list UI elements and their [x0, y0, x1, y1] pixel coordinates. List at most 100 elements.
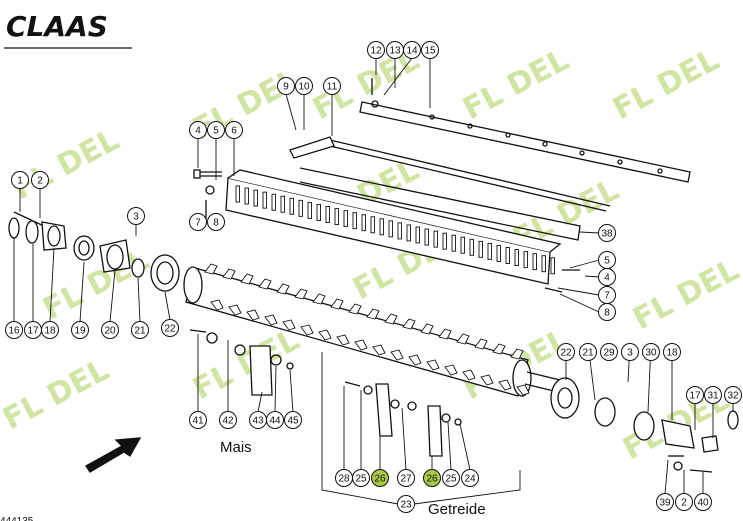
callout-22: 22 [161, 319, 179, 337]
callout-3: 3 [621, 343, 639, 361]
watermark-text: FL DEL [7, 122, 125, 207]
direction-arrow [85, 437, 142, 473]
callout-number: 45 [287, 416, 299, 427]
callout-17: 17 [24, 321, 42, 339]
callout-number: 9 [283, 82, 289, 93]
callout-21: 21 [579, 343, 597, 361]
callout-number: 41 [192, 416, 204, 427]
callout-40: 40 [694, 493, 712, 511]
callout-number: 5 [213, 126, 219, 137]
watermark-text: FL DEL [0, 352, 115, 437]
callout-44: 44 [266, 411, 284, 429]
callout-number: 15 [424, 46, 436, 57]
rod-part-11 [329, 139, 611, 212]
callout-9: 9 [277, 77, 295, 95]
watermark-text: FL DEL [37, 242, 155, 327]
callout-31: 31 [704, 386, 722, 404]
callout-25: 25 [352, 469, 370, 487]
callout-number: 16 [8, 326, 20, 337]
label-getreide: Getreide [428, 501, 486, 518]
callout-number: 28 [338, 474, 350, 485]
callout-number: 6 [231, 126, 237, 137]
callout-number: 21 [582, 348, 594, 359]
callout-number: 11 [327, 82, 338, 93]
callout-number: 20 [104, 326, 116, 337]
callout-number: 22 [164, 324, 176, 335]
callout-number: 13 [389, 46, 401, 57]
callout-1: 1 [11, 171, 29, 189]
callout-23: 23 [397, 495, 415, 513]
callout-19: 19 [71, 321, 89, 339]
callout-3: 3 [127, 207, 145, 225]
callout-43: 43 [249, 411, 267, 429]
callout-22: 22 [557, 343, 575, 361]
callout-number: 12 [370, 46, 382, 57]
callout-number: 22 [560, 348, 572, 359]
callout-18: 18 [41, 321, 59, 339]
callout-12: 12 [367, 41, 385, 59]
callout-2: 2 [675, 493, 693, 511]
callout-15: 15 [421, 41, 439, 59]
callout-number: 19 [74, 326, 86, 337]
callout-number: 4 [195, 126, 201, 137]
callout-24: 24 [461, 469, 479, 487]
label-mais: Mais [220, 439, 252, 456]
callout-20: 20 [101, 321, 119, 339]
callout-39: 39 [656, 493, 674, 511]
callout-7: 7 [189, 213, 207, 231]
callout-number: 18 [666, 348, 678, 359]
callout-number: 7 [604, 291, 610, 302]
callout-6: 6 [225, 121, 243, 139]
callout-number: 3 [627, 348, 633, 359]
watermark-text: FL DEL [457, 42, 575, 127]
callout-number: 8 [604, 308, 610, 319]
callout-number: 5 [604, 256, 610, 267]
callout-number: 25 [355, 474, 367, 485]
callout-26: 26 [423, 469, 441, 487]
callout-5: 5 [207, 121, 225, 139]
parts-drawing [8, 78, 739, 473]
callout-number: 21 [134, 326, 146, 337]
callout-number: 43 [252, 416, 264, 427]
callout-30: 30 [642, 343, 660, 361]
callout-45: 45 [284, 411, 302, 429]
callout-18: 18 [663, 343, 681, 361]
callout-4: 4 [189, 121, 207, 139]
brand-logo: CLAAS [6, 10, 108, 43]
callout-41: 41 [189, 411, 207, 429]
callout-11: 11 [323, 77, 341, 95]
callout-number: 2 [37, 176, 43, 187]
callout-number: 17 [689, 391, 701, 402]
callout-number: 42 [222, 416, 234, 427]
callout-number: 30 [645, 348, 657, 359]
callout-number: 39 [659, 498, 671, 509]
callout-29: 29 [600, 343, 618, 361]
callout-5: 5 [598, 251, 616, 269]
callout-number: 18 [44, 326, 56, 337]
callout-21: 21 [131, 321, 149, 339]
callout-number: 1 [17, 176, 23, 187]
callout-8: 8 [207, 213, 225, 231]
callout-number: 38 [601, 229, 613, 240]
callout-number: 24 [464, 474, 476, 485]
figure-code: 444135 [0, 516, 34, 521]
callout-number: 40 [697, 498, 709, 509]
callout-number: 14 [406, 46, 418, 57]
callout-26: 26 [371, 469, 389, 487]
callout-number: 23 [400, 500, 412, 511]
callout-28: 28 [335, 469, 353, 487]
callout-number: 3 [133, 212, 139, 223]
callout-number: 2 [681, 498, 687, 509]
leader-lines [13, 57, 734, 505]
callout-27: 27 [397, 469, 415, 487]
callout-7: 7 [598, 286, 616, 304]
callout-42: 42 [219, 411, 237, 429]
rail-part-38 [299, 167, 581, 241]
watermark-text: FL DEL [627, 252, 743, 337]
callout-38: 38 [598, 224, 616, 242]
callout-4: 4 [598, 268, 616, 286]
callout-10: 10 [295, 77, 313, 95]
callout-number: 27 [400, 474, 412, 485]
